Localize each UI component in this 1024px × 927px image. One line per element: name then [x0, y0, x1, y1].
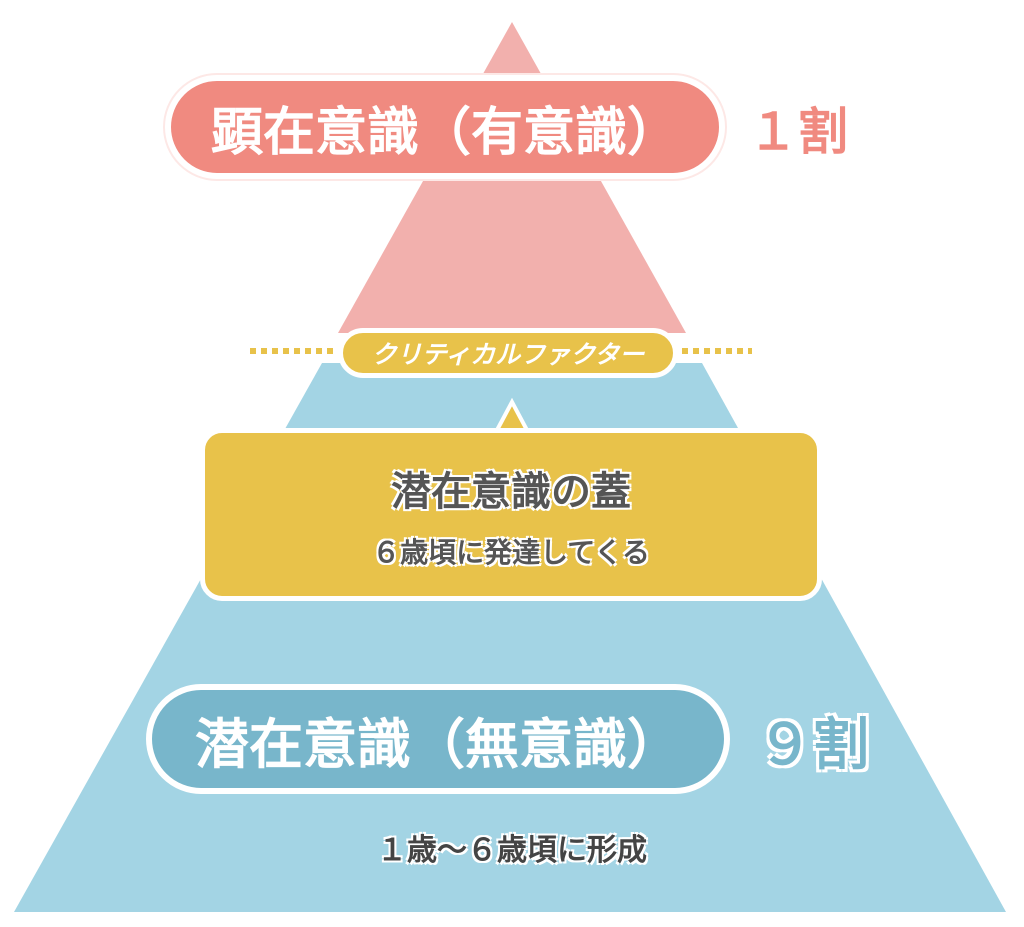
conscious-label: 顕在意識（有意識）	[165, 75, 725, 179]
subconscious-ratio: ９割	[757, 712, 869, 778]
subconscious-note: １歳〜６歳頃に形成	[377, 833, 647, 868]
lid-callout: 潜在意識の蓋 ６歳頃に発達してくる	[200, 428, 822, 601]
lid-subtitle: ６歳頃に発達してくる	[372, 535, 650, 569]
subconscious-label: 潜在意識（無意識）	[146, 684, 730, 794]
conscious-ratio: １割	[748, 103, 848, 161]
critical-factor-label: クリティカルファクター	[338, 328, 678, 378]
lid-title: 潜在意識の蓋	[391, 468, 631, 515]
